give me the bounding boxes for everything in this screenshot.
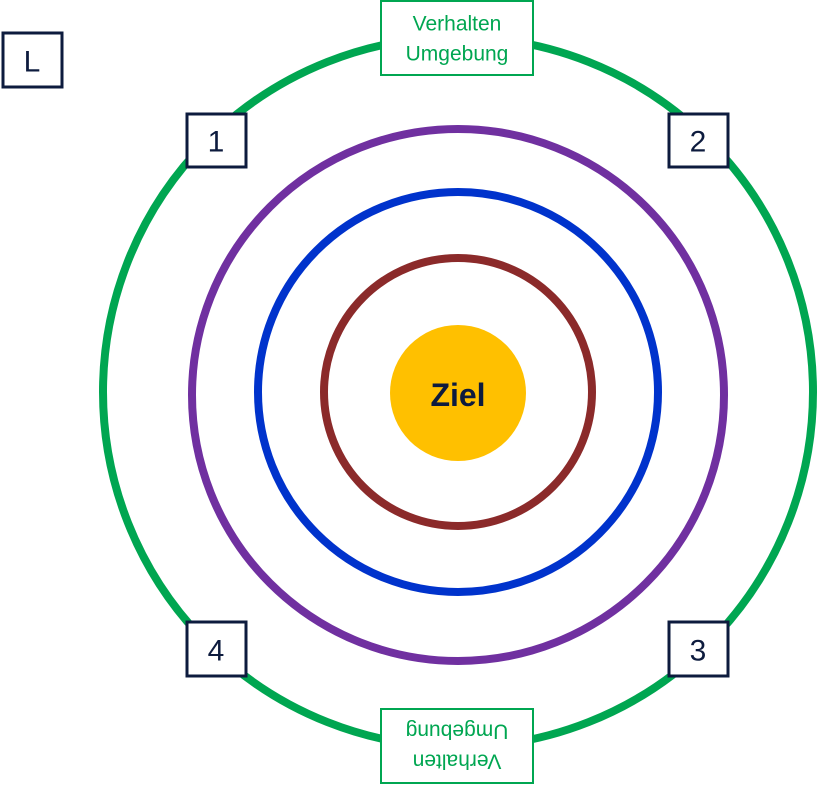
quadrant-label-3: 3 <box>690 635 707 668</box>
quadrant-label-1: 1 <box>208 126 225 159</box>
environment-label-bottom-line1: Verhalten <box>413 750 502 773</box>
environment-label-top-line2: Umgebung <box>406 43 509 66</box>
environment-label-top-line1: Verhalten <box>413 13 502 36</box>
environment-label-bottom-line2: Umgebung <box>406 720 509 743</box>
corner-label-text: L <box>24 46 41 79</box>
center-goal-circle <box>390 325 526 461</box>
corner-label-box: L <box>1 31 64 89</box>
quadrant-box-2: 2 <box>667 112 730 169</box>
red-ring <box>320 254 596 530</box>
quadrant-label-2: 2 <box>690 126 707 159</box>
purple-ring <box>188 125 728 665</box>
quadrant-box-1: 1 <box>185 112 248 169</box>
environment-label-top: Verhalten Umgebung <box>380 0 534 76</box>
environment-label-bottom: Verhalten Umgebung <box>380 708 534 784</box>
quadrant-box-3: 3 <box>667 620 730 678</box>
blue-ring <box>254 188 662 596</box>
quadrant-box-4: 4 <box>185 620 248 678</box>
center-goal-label: Ziel <box>430 377 485 413</box>
quadrant-label-4: 4 <box>208 635 225 668</box>
